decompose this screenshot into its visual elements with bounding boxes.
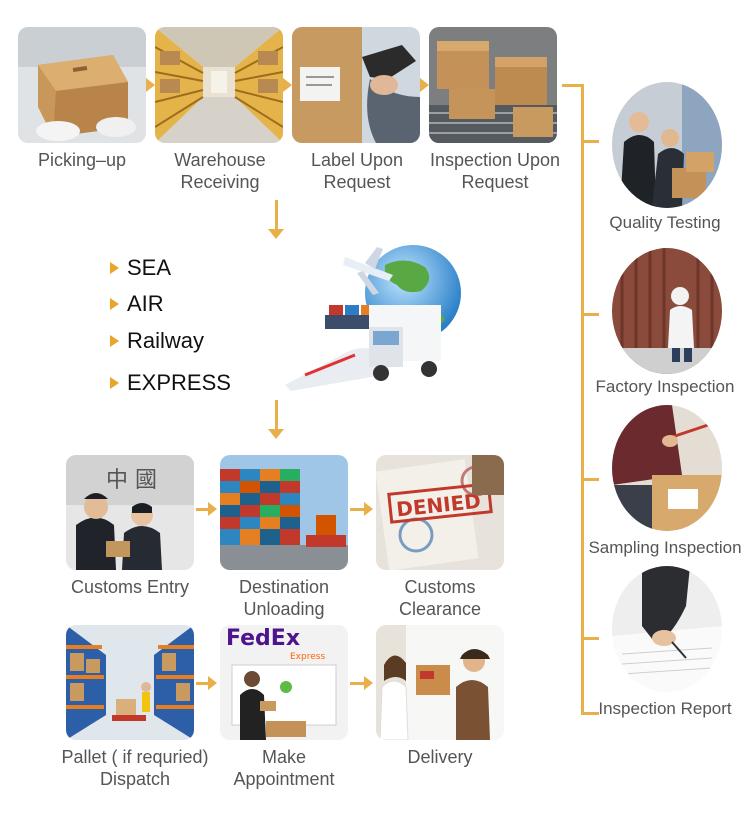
picking-up-photo [18,27,146,143]
fedex-express-text: Express [290,652,325,662]
side-label-quality-testing: Quality Testing [609,213,721,232]
mode-express: EXPRESS [110,370,231,396]
connector-line [562,84,582,87]
arrow-right [146,78,155,92]
arrow-right [196,502,217,516]
step-label-warehouse-receiving: Warehouse Receiving [174,150,266,192]
arrow-down [268,200,284,239]
step-label-customs-clearance: Customs Clearance [398,577,482,619]
step-label-pallet-dispatch: Pallet ( if requried) Dispatch [61,747,209,789]
step-label-label-upon-request: Label Upon Request [310,150,404,192]
mode-sea: SEA [110,255,171,281]
label-request-photo [292,27,420,143]
inspection-request-photo [429,27,557,143]
customs-clearance-photo: DENIED [376,455,504,570]
step-label-picking-up: Picking–up [37,150,127,170]
mode-air: AIR [110,291,164,317]
step-label-customs-entry: Customs Entry [70,577,190,597]
side-label-inspection-report: Inspection Report [598,699,732,718]
svg-text:中 國: 中 國 [106,468,157,493]
step-label-inspection-upon-request: Inspection Upon Request [429,150,561,192]
warehouse-receiving-photo [155,27,283,143]
arrow-right [350,676,373,690]
connector-tick [581,478,599,481]
sampling-inspection-photo [612,405,722,531]
connector-tick [581,140,599,143]
bullet-icon [110,262,119,274]
arrow-down [268,400,284,439]
arrow-right [350,502,373,516]
destination-unloading-photo [220,455,348,570]
bullet-icon [110,335,119,347]
connector-tick [581,712,599,715]
side-label-factory-inspection: Factory Inspection [595,377,735,396]
connector-line [581,84,584,714]
delivery-photo [376,625,504,740]
step-label-destination-unloading: Destination Unloading [238,577,330,619]
bullet-icon [110,377,119,389]
quality-testing-photo [612,82,722,208]
arrow-right [283,78,292,92]
mode-railway: Railway [110,328,204,354]
transport-illustration [285,235,465,395]
arrow-right [196,676,217,690]
fedex-logo-text: FedEx [226,626,300,651]
step-label-delivery: Delivery [407,747,473,767]
customs-entry-photo: 中 國 [66,455,194,570]
side-label-sampling-inspection: Sampling Inspection [588,538,742,557]
arrow-right [420,78,429,92]
make-appointment-photo: FedEx Express [220,625,348,740]
factory-inspection-photo [612,248,722,374]
step-label-make-appointment: Make Appointment [233,747,335,789]
connector-tick [581,637,599,640]
connector-tick [581,313,599,316]
bullet-icon [110,298,119,310]
inspection-report-photo [612,566,722,692]
pallet-dispatch-photo [66,625,194,740]
